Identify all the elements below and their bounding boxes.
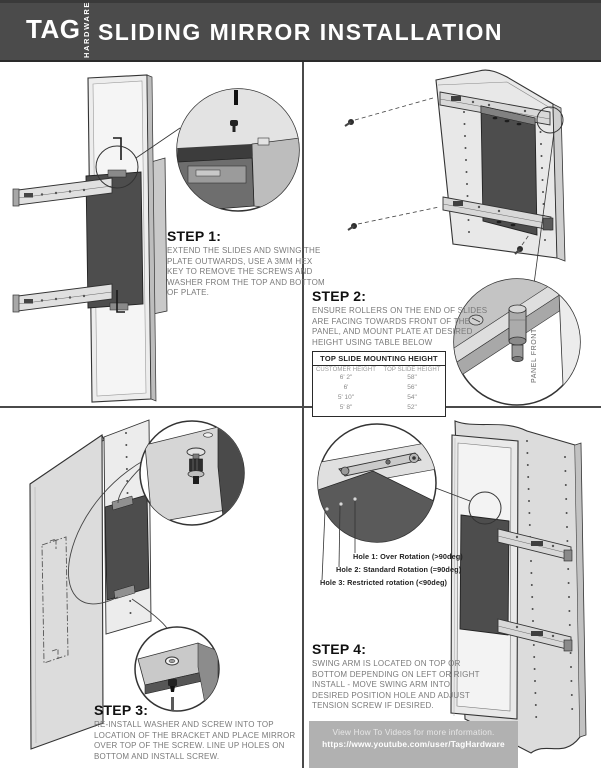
- detail-circle-step1: [176, 88, 300, 212]
- hole3-label: Hole 3: Restricted rotation (<90deg): [320, 578, 448, 587]
- brand-name: TAG: [26, 14, 81, 44]
- table-row: 6' 56": [343, 384, 417, 392]
- reference-circle: [95, 145, 139, 189]
- mounting-plate: [104, 494, 150, 601]
- hex-key-icon: [234, 90, 238, 105]
- table-title: TOP SLIDE MOUNTING HEIGHT: [313, 352, 445, 366]
- step3-body: RE-INSTALL WASHER AND SCREW INTO TOP LOC…: [94, 720, 296, 761]
- step1-title: STEP 1:: [167, 228, 222, 244]
- page-title: SLIDING MIRROR INSTALLATION: [97, 19, 504, 45]
- detail-circle-screw: [134, 626, 220, 712]
- step1-block: STEP 1: EXTEND THE SLIDES AND SWING THE …: [167, 228, 325, 299]
- step3-block: STEP 3: RE-INSTALL WASHER AND SCREW INTO…: [94, 702, 316, 762]
- screw-icon: [230, 120, 238, 132]
- step3-illustration: [29, 419, 245, 750]
- step2-illustration: [344, 69, 581, 406]
- step2-title: STEP 2:: [312, 288, 367, 304]
- hidden-bracket-outline: [41, 536, 69, 664]
- screw-icon: [168, 679, 177, 711]
- roller-icon: [508, 304, 527, 362]
- detail-circle-washer: [139, 420, 245, 526]
- col-top-slide-height: TOP SLIDE HEIGHT: [383, 367, 441, 373]
- hole2-label: Hole 2: Standard Rotation (=90deg): [336, 565, 462, 574]
- footer-banner: View How To Videos for more information.…: [309, 721, 518, 768]
- hole1-label: Hole 1: Over Rotation (>90deg): [353, 552, 463, 561]
- step4-illustration: [317, 420, 587, 754]
- step3-title: STEP 3:: [94, 702, 149, 718]
- step1-illustration: [12, 74, 300, 403]
- mounting-plate: [459, 514, 510, 636]
- washer-screw-icon: [186, 447, 206, 484]
- reference-circle: [536, 106, 564, 134]
- swing-arm-icon: [338, 452, 422, 477]
- slide-bottom: [12, 283, 113, 313]
- footer-text: View How To Videos for more information.: [332, 727, 495, 737]
- table-header-row: CUSTOMER HEIGHT TOP SLIDE HEIGHT: [313, 366, 445, 373]
- step2-body: ENSURE ROLLERS ON THE END OF SLIDES ARE …: [312, 306, 488, 347]
- brand-logo: TAG HARDWARE: [26, 1, 91, 58]
- step4-body: SWING ARM IS LOCATED ON TOP OR BOTTOM DE…: [312, 659, 480, 711]
- step4-block: STEP 4: SWING ARM IS LOCATED ON TOP OR B…: [312, 641, 482, 712]
- step2-block: STEP 2: ENSURE ROLLERS ON THE END OF SLI…: [312, 288, 490, 348]
- mirror-panel: [29, 433, 105, 750]
- table-row: 5' 10" 54": [337, 394, 417, 402]
- table-row: 6' 2" 58": [339, 374, 417, 381]
- slide-bottom: [497, 618, 573, 652]
- panel-front-label: PANEL FRONT: [531, 328, 538, 383]
- mounting-plate: [480, 105, 538, 236]
- quadrant-divider-vertical: [302, 62, 304, 768]
- detail-circle-step2: [453, 278, 581, 406]
- step4-title: STEP 4:: [312, 641, 367, 657]
- hex-key-bottom: [116, 290, 125, 313]
- slide-top: [497, 528, 573, 562]
- table-row: 5' 8" 52": [339, 404, 417, 412]
- quadrant-divider-horizontal: [0, 406, 601, 408]
- col-customer-height: CUSTOMER HEIGHT: [315, 367, 377, 373]
- screw-pointers: [344, 97, 532, 255]
- slide-bottom: [442, 196, 554, 231]
- hex-key-top: [113, 137, 122, 160]
- reference-circle: [468, 491, 502, 525]
- youtube-link[interactable]: https://www.youtube.com/user/TagHardware: [322, 739, 505, 749]
- step1-body: EXTEND THE SLIDES AND SWING THE PLATE OU…: [167, 246, 325, 298]
- header-bar: TAG HARDWARE SLIDING MIRROR INSTALLATION: [0, 0, 601, 62]
- detail-circle-swing-arm: [317, 423, 437, 581]
- slide-top: [12, 177, 113, 207]
- mounting-height-table: TOP SLIDE MOUNTING HEIGHT CUSTOMER HEIGH…: [312, 351, 446, 418]
